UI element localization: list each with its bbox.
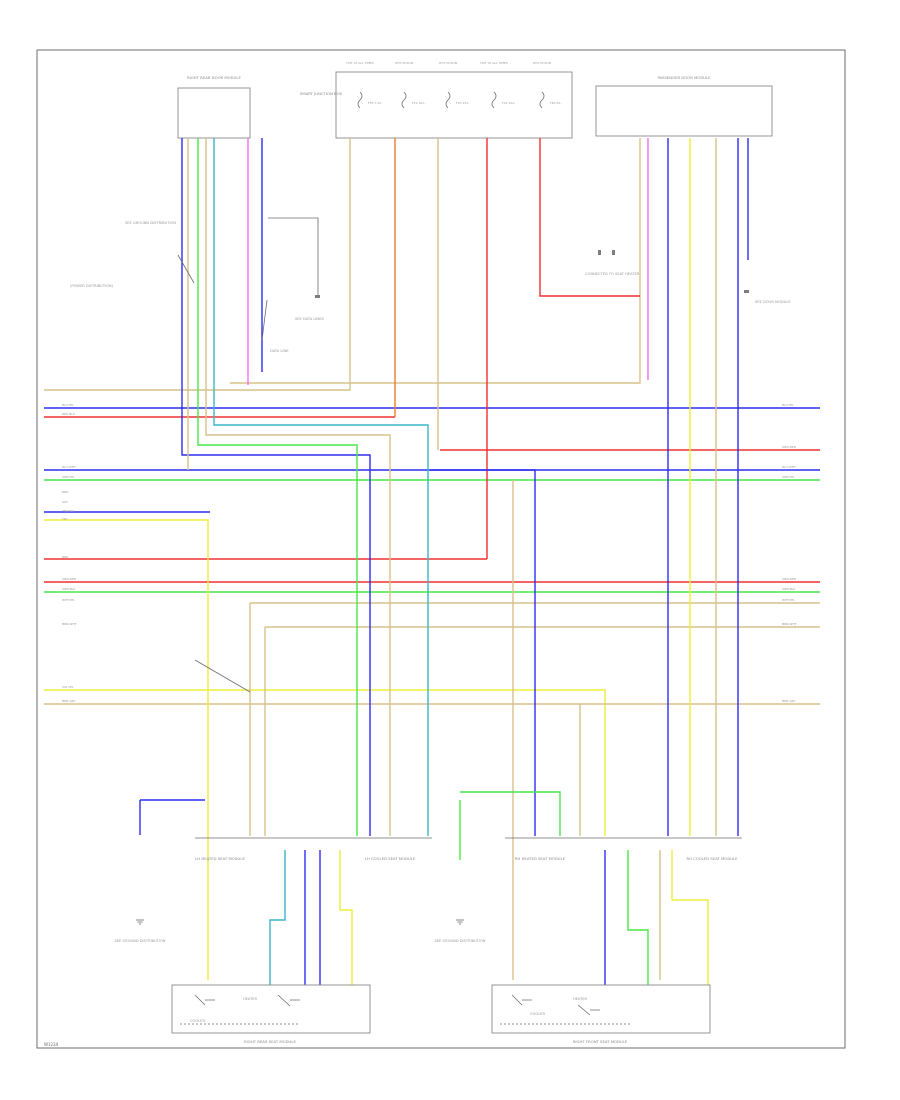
fuse-name: F12 10A [412, 101, 425, 105]
bus-label-left: WHT-YEL [62, 598, 75, 602]
right-bus-labels: BLU-YEL ORN-RED BLU-WHT GRN-YEL ORN-RED GRN-B… [782, 403, 797, 703]
left-cool-switch: COOLER [190, 1019, 205, 1023]
fuse-1: HOT AT ALL TIMES F55 7.5A [346, 61, 382, 109]
bus-label-left: RED [62, 555, 69, 559]
fuse-5: HOT IN RUN F60 5A [533, 61, 561, 109]
left-door-module: RIGHT REAR DOOR MODULE [177, 75, 251, 139]
bus-label-right: WHT-YEL [782, 598, 795, 602]
fuse-label: HOT IN RUN [395, 61, 413, 65]
bus-label-left: PNK-BLK [62, 509, 75, 513]
left-door-module-title: RIGHT REAR DOOR MODULE [187, 75, 241, 80]
note-data-links: SEE DATA LINKS [295, 317, 324, 321]
left-heat-switch: HEATER [243, 997, 258, 1001]
bus-label-right: BLU-WHT [782, 465, 796, 469]
left-seat-switch-box: HEATER COOLER RIGHT REAR SEAT MODULE [171, 984, 371, 1044]
ground-symbols: SEE GROUND DISTRIBUTION SEE GROUND DISTR… [114, 919, 486, 943]
bus-label-left: GRN-BLK [62, 587, 76, 591]
right-seat-modules: RH HEATED SEAT MODULE RH COOLED SEAT MOD… [505, 837, 742, 861]
ground-label-right: SEE GROUND DISTRIBUTION [434, 939, 485, 943]
fuse-name: F55 7.5A [368, 101, 382, 105]
left-cooler-title: LH COOLED SEAT MODULE [365, 856, 416, 861]
fuse-3: HOT IN RUN F23 15A [439, 61, 469, 109]
diagram-frame [36, 49, 846, 1049]
fuse-label: HOT IN RUN [533, 61, 551, 65]
fuse-name: F23 15A [456, 101, 469, 105]
fuse-symbol [445, 91, 451, 109]
bus-label-left: BLU-YEL [62, 403, 74, 407]
bus-label-left: GRN-YEL [62, 475, 75, 479]
bus-label-left: VIO-YEL [62, 685, 74, 689]
fuse-box-title: SMART JUNCTION BOX [300, 91, 342, 96]
note-ground: SEE GROUND DISTRIBUTION [125, 221, 176, 225]
right-heat-switch: HEATER [573, 997, 588, 1001]
bus-label-left: RED-BLK [62, 412, 76, 416]
left-seat-title: RIGHT REAR SEAT MODULE [244, 1039, 296, 1044]
right-cooler-title: RH COOLED SEAT MODULE [686, 856, 738, 861]
bus-label-left: YEL [62, 517, 68, 521]
bus-label-right: BLU-YEL [782, 403, 794, 407]
bus-label-left: ORN-RED [62, 577, 77, 581]
note-power: (POWER DISTRIBUTION) [70, 284, 114, 288]
bus-label-left: GRY [62, 500, 68, 504]
bus-label-right: ORN-RED [782, 577, 797, 581]
note-door-module: SEE DOOR MODULE [755, 300, 791, 304]
fuse-label: HOT IN RUN [439, 61, 457, 65]
fuse-symbol [357, 91, 363, 109]
bus-label-left: BLU-WHT [62, 465, 76, 469]
bus-label-left: BRN [62, 490, 68, 494]
ground-label-left: SEE GROUND DISTRIBUTION [114, 939, 165, 943]
bus-label-right: BRN-WHT [782, 622, 797, 626]
bus-label-right: GRN-YEL [782, 475, 795, 479]
right-seat-title: RIGHT FRONT SEAT MODULE [573, 1039, 628, 1044]
notes: SEE GROUND DISTRIBUTION (POWER DISTRIBUT… [70, 217, 791, 693]
fuse-symbol [491, 91, 497, 109]
right-door-module: PASSENGER DOOR MODULE [595, 75, 773, 137]
bus-label-left: BRN-WHT [62, 622, 77, 626]
fuse-symbol [401, 91, 407, 109]
bus-label-right: BRN-GRY [782, 699, 796, 703]
bus-label-left: BRN-GRY [62, 699, 76, 703]
diagram-code: W1234 [44, 1042, 59, 1047]
bus-label-right: GRN-BLK [782, 587, 796, 591]
note-connected: CONNECTED TO SEAT HEATER [585, 272, 640, 276]
right-seat-switch-box: HEATER COOLER RIGHT FRONT SEAT MODULE [491, 984, 711, 1044]
fuse-label: HOT AT ALL TIMES [346, 61, 374, 65]
bus-label-right: ORN-RED [782, 445, 797, 449]
right-heater-title: RH HEATED SEAT MODULE [515, 856, 566, 861]
note-data-link: DATA LINK [270, 349, 289, 353]
wires [44, 138, 820, 985]
fuse-symbol [539, 91, 545, 109]
left-bus-labels: BLU-YEL RED-BLK BLU-WHT GRN-YEL BRN GRY PNK-BL… [62, 403, 77, 703]
right-door-module-title: PASSENGER DOOR MODULE [657, 75, 711, 80]
fuse-name: F60 5A [550, 101, 561, 105]
fuse-2: HOT IN RUN F12 10A [395, 61, 425, 109]
fuse-4: HOT AT ALL TIMES F41 20A [480, 61, 515, 109]
fuse-box: SMART JUNCTION BOX [300, 71, 573, 139]
right-cool-switch: COOLER [530, 1012, 545, 1016]
left-heater-title: LH HEATED SEAT MODULE [195, 856, 245, 861]
left-seat-modules: LH HEATED SEAT MODULE LH COOLED SEAT MOD… [195, 837, 432, 861]
fuse-label: HOT AT ALL TIMES [480, 61, 508, 65]
fuse-name: F41 20A [502, 101, 515, 105]
